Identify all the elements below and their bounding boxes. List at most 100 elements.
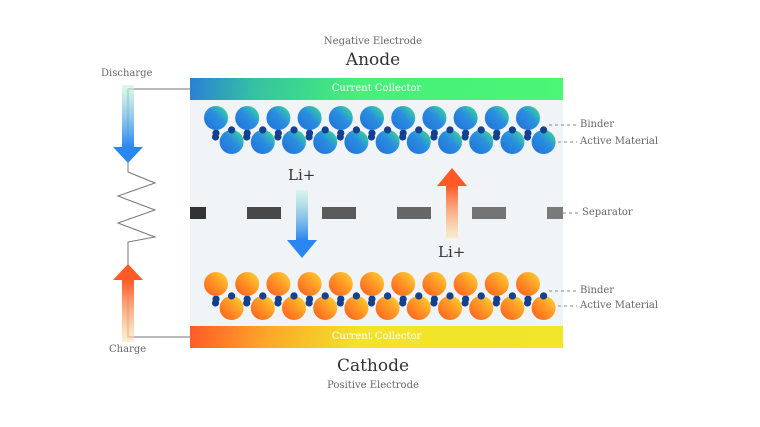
cathode-active-particle: [219, 296, 244, 320]
cathode-current-collector: Current Collector: [190, 326, 563, 348]
cathode-binder-particle: [305, 299, 313, 307]
anode-binder-particle: [290, 126, 298, 134]
anode-active-material-label: Active Material: [580, 136, 659, 147]
anode-binder-particle: [243, 133, 251, 141]
separator-label: Separator: [582, 207, 633, 218]
cathode-active-particle: [500, 296, 525, 320]
anode-binder-particle: [415, 126, 423, 134]
cathode-active-particle: [406, 296, 431, 320]
anode-binder-particle: [523, 133, 532, 141]
anode-binder-particle: [399, 133, 407, 141]
anode-active-particle: [313, 130, 338, 154]
anode-active-particle: [469, 130, 494, 154]
cathode-binder-particle: [430, 299, 438, 307]
cathode-active-particle: [235, 272, 260, 296]
anode-binder-particle: [430, 133, 438, 141]
cathode-active-particle: [204, 272, 228, 296]
anode-active-particle: [375, 130, 400, 154]
cathode-active-particle: [375, 296, 400, 320]
cathode-active-particle: [391, 272, 416, 296]
cathode-active-particle: [266, 272, 291, 296]
anode-active-particle: [500, 130, 525, 154]
cathode-active-particle: [531, 296, 556, 320]
anode-binder-particle: [321, 126, 329, 134]
anode-binder-particle: [508, 126, 516, 134]
anode-title: Anode: [345, 50, 401, 70]
cathode-title: Cathode: [336, 356, 410, 376]
anode-binder-particle: [228, 126, 236, 134]
cathode-binder-particle: [384, 292, 392, 300]
anode-active-particle: [235, 106, 260, 130]
anode-binder-particle: [305, 133, 313, 141]
anode-active-particle: [297, 106, 322, 130]
cathode-active-particle: [360, 272, 384, 296]
cathode-binder-particle: [415, 292, 423, 300]
cathode-binder-particle: [492, 299, 500, 307]
anode-active-particle: [266, 106, 291, 130]
cathode-subtitle: Positive Electrode: [327, 380, 419, 391]
anode-active-particle: [328, 106, 353, 130]
cathode-binder-particle: [211, 299, 220, 307]
anode-binder-particle: [352, 126, 360, 134]
anode-binder-label: Binder: [580, 119, 615, 130]
anode-binder-particle: [367, 133, 376, 141]
cathode-binder-particle: [523, 299, 532, 307]
cathode-binder-particle: [477, 292, 485, 300]
cathode-active-particle: [297, 272, 322, 296]
cathode-binder-particle: [290, 292, 298, 300]
cathode-binder-label: Binder: [580, 285, 615, 296]
charge-label: Charge: [109, 344, 147, 355]
cathode-active-particle: [438, 296, 462, 320]
anode-active-particle: [406, 130, 431, 154]
anode-active-particle: [516, 106, 540, 130]
cathode-binder-particle: [399, 299, 407, 307]
cathode-binder-particle: [367, 299, 376, 307]
anode-active-particle: [391, 106, 416, 130]
cathode-binder-particle: [446, 292, 454, 300]
anode-active-particle: [453, 106, 478, 130]
cathode-binder-particle: [461, 299, 469, 307]
anode-binder-particle: [336, 133, 344, 141]
anode-binder-particle: [259, 126, 267, 134]
cathode-active-particle: [516, 272, 540, 296]
anode-binder-particle: [384, 126, 392, 134]
anode-binder-particle: [540, 126, 548, 134]
cathode-active-particle: [282, 296, 306, 320]
cathode-binder-particle: [259, 292, 267, 300]
discharge-arrow-icon: [113, 85, 143, 163]
cathode-binder-particle: [228, 292, 236, 300]
cathode-active-particle: [344, 296, 369, 320]
anode-binder-particle: [492, 133, 500, 141]
anode-binder-particle: [477, 126, 485, 134]
cathode-binder-particle: [321, 292, 329, 300]
li-ion-down-arrow-icon: [287, 190, 317, 258]
anode-active-particle: [484, 106, 509, 130]
anode-active-particle: [422, 106, 447, 130]
anode-binder-particle: [461, 133, 469, 141]
li-ion-up-arrow-icon: [437, 168, 467, 238]
cathode-active-material-label: Active Material: [580, 300, 659, 311]
anode-subtitle: Negative Electrode: [323, 36, 423, 47]
cathode-binder-particle: [243, 299, 251, 307]
li-ion-up-label: Li+: [438, 243, 466, 261]
anode-active-layer: [204, 106, 556, 154]
anode-active-particle: [219, 130, 244, 154]
cathode-binder-particle: [508, 292, 516, 300]
anode-active-particle: [531, 130, 556, 154]
cathode-active-particle: [313, 296, 338, 320]
cathode-active-particle: [422, 272, 447, 296]
anode-binder-particle: [211, 133, 220, 141]
charge-arrow-icon: [113, 264, 143, 342]
cathode-active-particle: [469, 296, 494, 320]
anode-active-particle: [360, 106, 384, 130]
cathode-binder-particle: [540, 292, 548, 300]
cathode-active-particle: [453, 272, 478, 296]
anode-binder-particle: [274, 133, 282, 141]
anode-active-particle: [282, 130, 306, 154]
anode-active-particle: [344, 130, 369, 154]
separator: [190, 207, 563, 219]
discharge-label: Discharge: [101, 68, 153, 79]
anode-current-collector: Current Collector: [190, 78, 563, 100]
anode-binder-particle: [446, 126, 454, 134]
